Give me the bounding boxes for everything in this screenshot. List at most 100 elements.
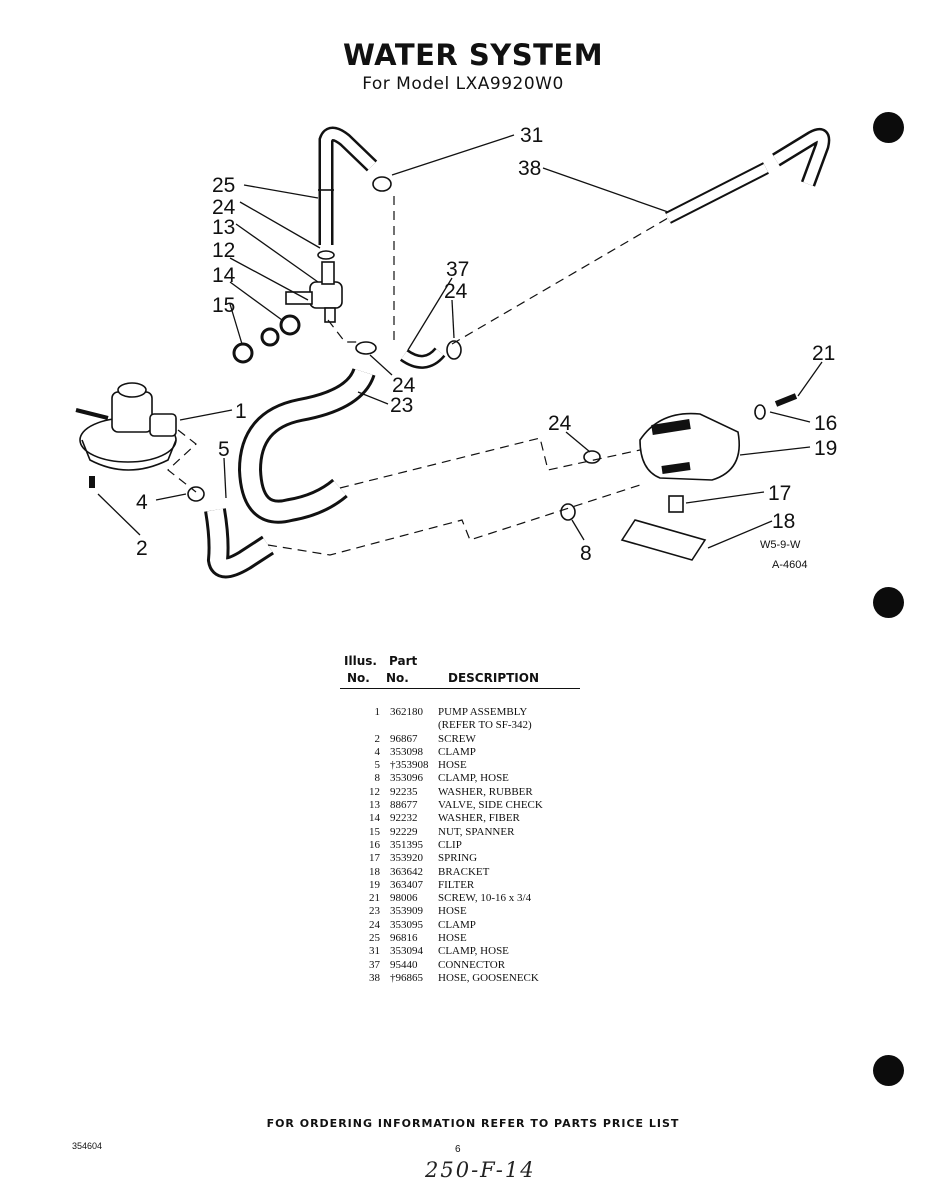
table-row: 13 88677 VALVE, SIDE CHECK: [360, 799, 543, 812]
page-title: WATER SYSTEM: [342, 38, 604, 72]
illus-no-cell: 13: [369, 799, 380, 812]
callout-24-connector: 24: [444, 280, 468, 303]
header-part-no: No.: [386, 671, 409, 685]
description-cell: CLAMP: [438, 745, 476, 758]
callout-5: 5: [218, 438, 230, 461]
header-illus: Illus.: [344, 654, 377, 668]
table-row: 18 363642 BRACKET: [360, 866, 543, 879]
part-no-cell: 92235: [390, 785, 418, 798]
description-cell: VALVE, SIDE CHECK: [438, 799, 543, 812]
description-cell: FILTER: [438, 878, 475, 891]
binder-hole-bottom: [873, 1055, 904, 1086]
header-illus-no: No.: [347, 671, 370, 685]
part-no-cell: 95440: [390, 958, 418, 971]
part-no-cell: 351395: [390, 838, 423, 851]
illus-no-cell: 21: [369, 892, 380, 905]
description-cell: BRACKET: [438, 865, 490, 878]
illus-no-cell: 8: [374, 772, 381, 785]
part-no-cell: 96867: [390, 732, 418, 745]
illus-no-cell: 15: [369, 825, 380, 838]
table-row: 14 92232 WASHER, FIBER: [360, 812, 543, 825]
callout-37: 37: [446, 258, 469, 281]
description-cell: WASHER, RUBBER: [438, 785, 533, 798]
part-no-cell: 92229: [390, 825, 418, 838]
illus-no-cell: 37: [369, 958, 380, 971]
illus-no-cell: [360, 719, 390, 732]
callout-8: 8: [580, 542, 592, 565]
callout-21: 21: [812, 342, 835, 365]
page-number: 6: [455, 1144, 461, 1155]
binder-hole-middle: [873, 587, 904, 618]
description-cell: HOSE, GOOSENECK: [438, 971, 539, 984]
header-description: DESCRIPTION: [448, 671, 540, 685]
part-no-cell: 353920: [390, 852, 423, 865]
part-no-cell: 92232: [390, 812, 418, 825]
table-row: 8 353096 CLAMP, HOSE: [360, 772, 543, 785]
part-no-cell: 363642: [390, 865, 423, 878]
illus-no-cell: 14: [369, 812, 380, 825]
description-cell: SCREW: [438, 732, 476, 745]
part-no-cell: 353095: [390, 918, 423, 931]
callout-16: 16: [814, 412, 837, 435]
illus-no-cell: 25: [369, 932, 380, 945]
table-row: 19 363407 FILTER: [360, 879, 543, 892]
callout-18: 18: [772, 510, 795, 533]
description-cell: CONNECTOR: [438, 958, 506, 971]
illus-no-cell: 5: [374, 759, 381, 772]
callout-24-filter: 24: [548, 412, 572, 435]
table-row: 4 353098 CLAMP: [360, 746, 543, 759]
illus-no-cell: 19: [369, 878, 380, 891]
description-cell: (REFER TO SF-342): [438, 719, 532, 732]
part-no-cell: 98006: [390, 892, 418, 905]
description-cell: NUT, SPANNER: [438, 825, 515, 838]
illus-no-cell: 16: [369, 838, 380, 851]
description-cell: CLAMP, HOSE: [438, 945, 509, 958]
illus-no-cell: 4: [374, 745, 381, 758]
part-no-cell: 353096: [390, 772, 423, 785]
figure-code: W5-9-W: [760, 539, 801, 551]
header-rule: [340, 688, 580, 689]
description-cell: CLAMP: [438, 918, 476, 931]
description-cell: WASHER, FIBER: [438, 812, 520, 825]
table-row: (REFER TO SF-342): [360, 719, 543, 732]
callout-14: 14: [212, 264, 236, 287]
illus-no-cell: 1: [374, 706, 381, 718]
description-cell: CLIP: [438, 838, 462, 851]
illus-no-cell: 38: [369, 971, 380, 984]
illus-no-cell: 18: [369, 865, 380, 878]
part-no-cell: 88677: [390, 799, 418, 812]
exploded-parts-diagram: 31 38 25 24 13 12 14 15 37 24 24 23 1 5 …: [75, 124, 837, 579]
callout-4: 4: [136, 491, 148, 514]
table-row: 37 95440 CONNECTOR: [360, 959, 543, 972]
description-cell: CLAMP, HOSE: [438, 772, 509, 785]
part-no-cell: †353908: [390, 759, 429, 772]
binder-hole-top: [873, 112, 904, 143]
callout-24-upper: 24: [212, 196, 236, 219]
table-row: 5 †353908 HOSE: [360, 759, 543, 772]
handwritten-note: 250-F-14: [425, 1158, 536, 1182]
part-no-cell: 96816: [390, 932, 418, 945]
callout-15: 15: [212, 294, 235, 317]
table-row: 15 92229 NUT, SPANNER: [360, 826, 543, 839]
page-subtitle: For Model LXA9920W0: [362, 74, 564, 94]
part-no-cell: 353098: [390, 745, 423, 758]
callout-12: 12: [212, 239, 235, 262]
callout-17: 17: [768, 482, 791, 505]
illus-no-cell: 23: [369, 905, 380, 918]
description-cell: SPRING: [438, 852, 478, 865]
callout-23: 23: [390, 394, 413, 417]
part-no-cell: 363407: [390, 878, 423, 891]
table-row: 16 351395 CLIP: [360, 839, 543, 852]
description-cell: HOSE: [438, 759, 467, 772]
callout-31: 31: [520, 124, 543, 147]
header-part: Part: [389, 654, 418, 668]
